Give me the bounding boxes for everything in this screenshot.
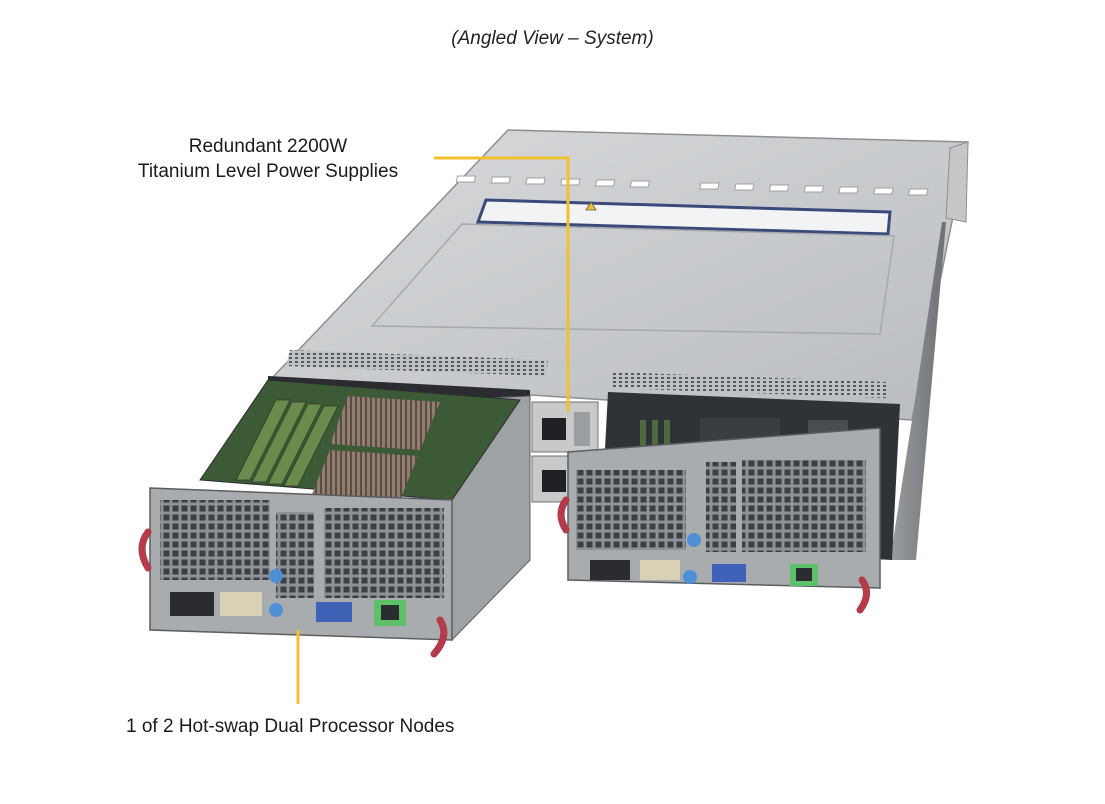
thumbscrew-icon — [687, 533, 701, 547]
chassis-side — [890, 222, 946, 560]
figure-caption: (Angled View – System) — [451, 28, 654, 49]
vga-port-right — [712, 564, 746, 582]
callout-power-supplies-line1: Redundant 2200W — [188, 136, 348, 157]
thumbscrew-icon — [269, 603, 283, 617]
left-node — [138, 379, 531, 658]
callout-power-supplies: Redundant 2200W Titanium Level Power Sup… — [118, 134, 418, 184]
right-node — [557, 427, 881, 614]
thumbscrew-icon — [683, 570, 697, 584]
vga-port-left — [316, 602, 352, 622]
thumbscrew-icon — [269, 569, 283, 583]
handle-icon — [856, 576, 870, 614]
callout-node: 1 of 2 Hot-swap Dual Processor Nodes — [126, 716, 455, 737]
handle-icon — [557, 496, 570, 534]
handle-icon — [430, 616, 448, 658]
psu-leader-line — [434, 156, 570, 412]
handle-icon — [138, 528, 152, 572]
chassis-top — [270, 129, 969, 421]
callout-power-supplies-line2: Titanium Level Power Supplies — [137, 161, 399, 182]
